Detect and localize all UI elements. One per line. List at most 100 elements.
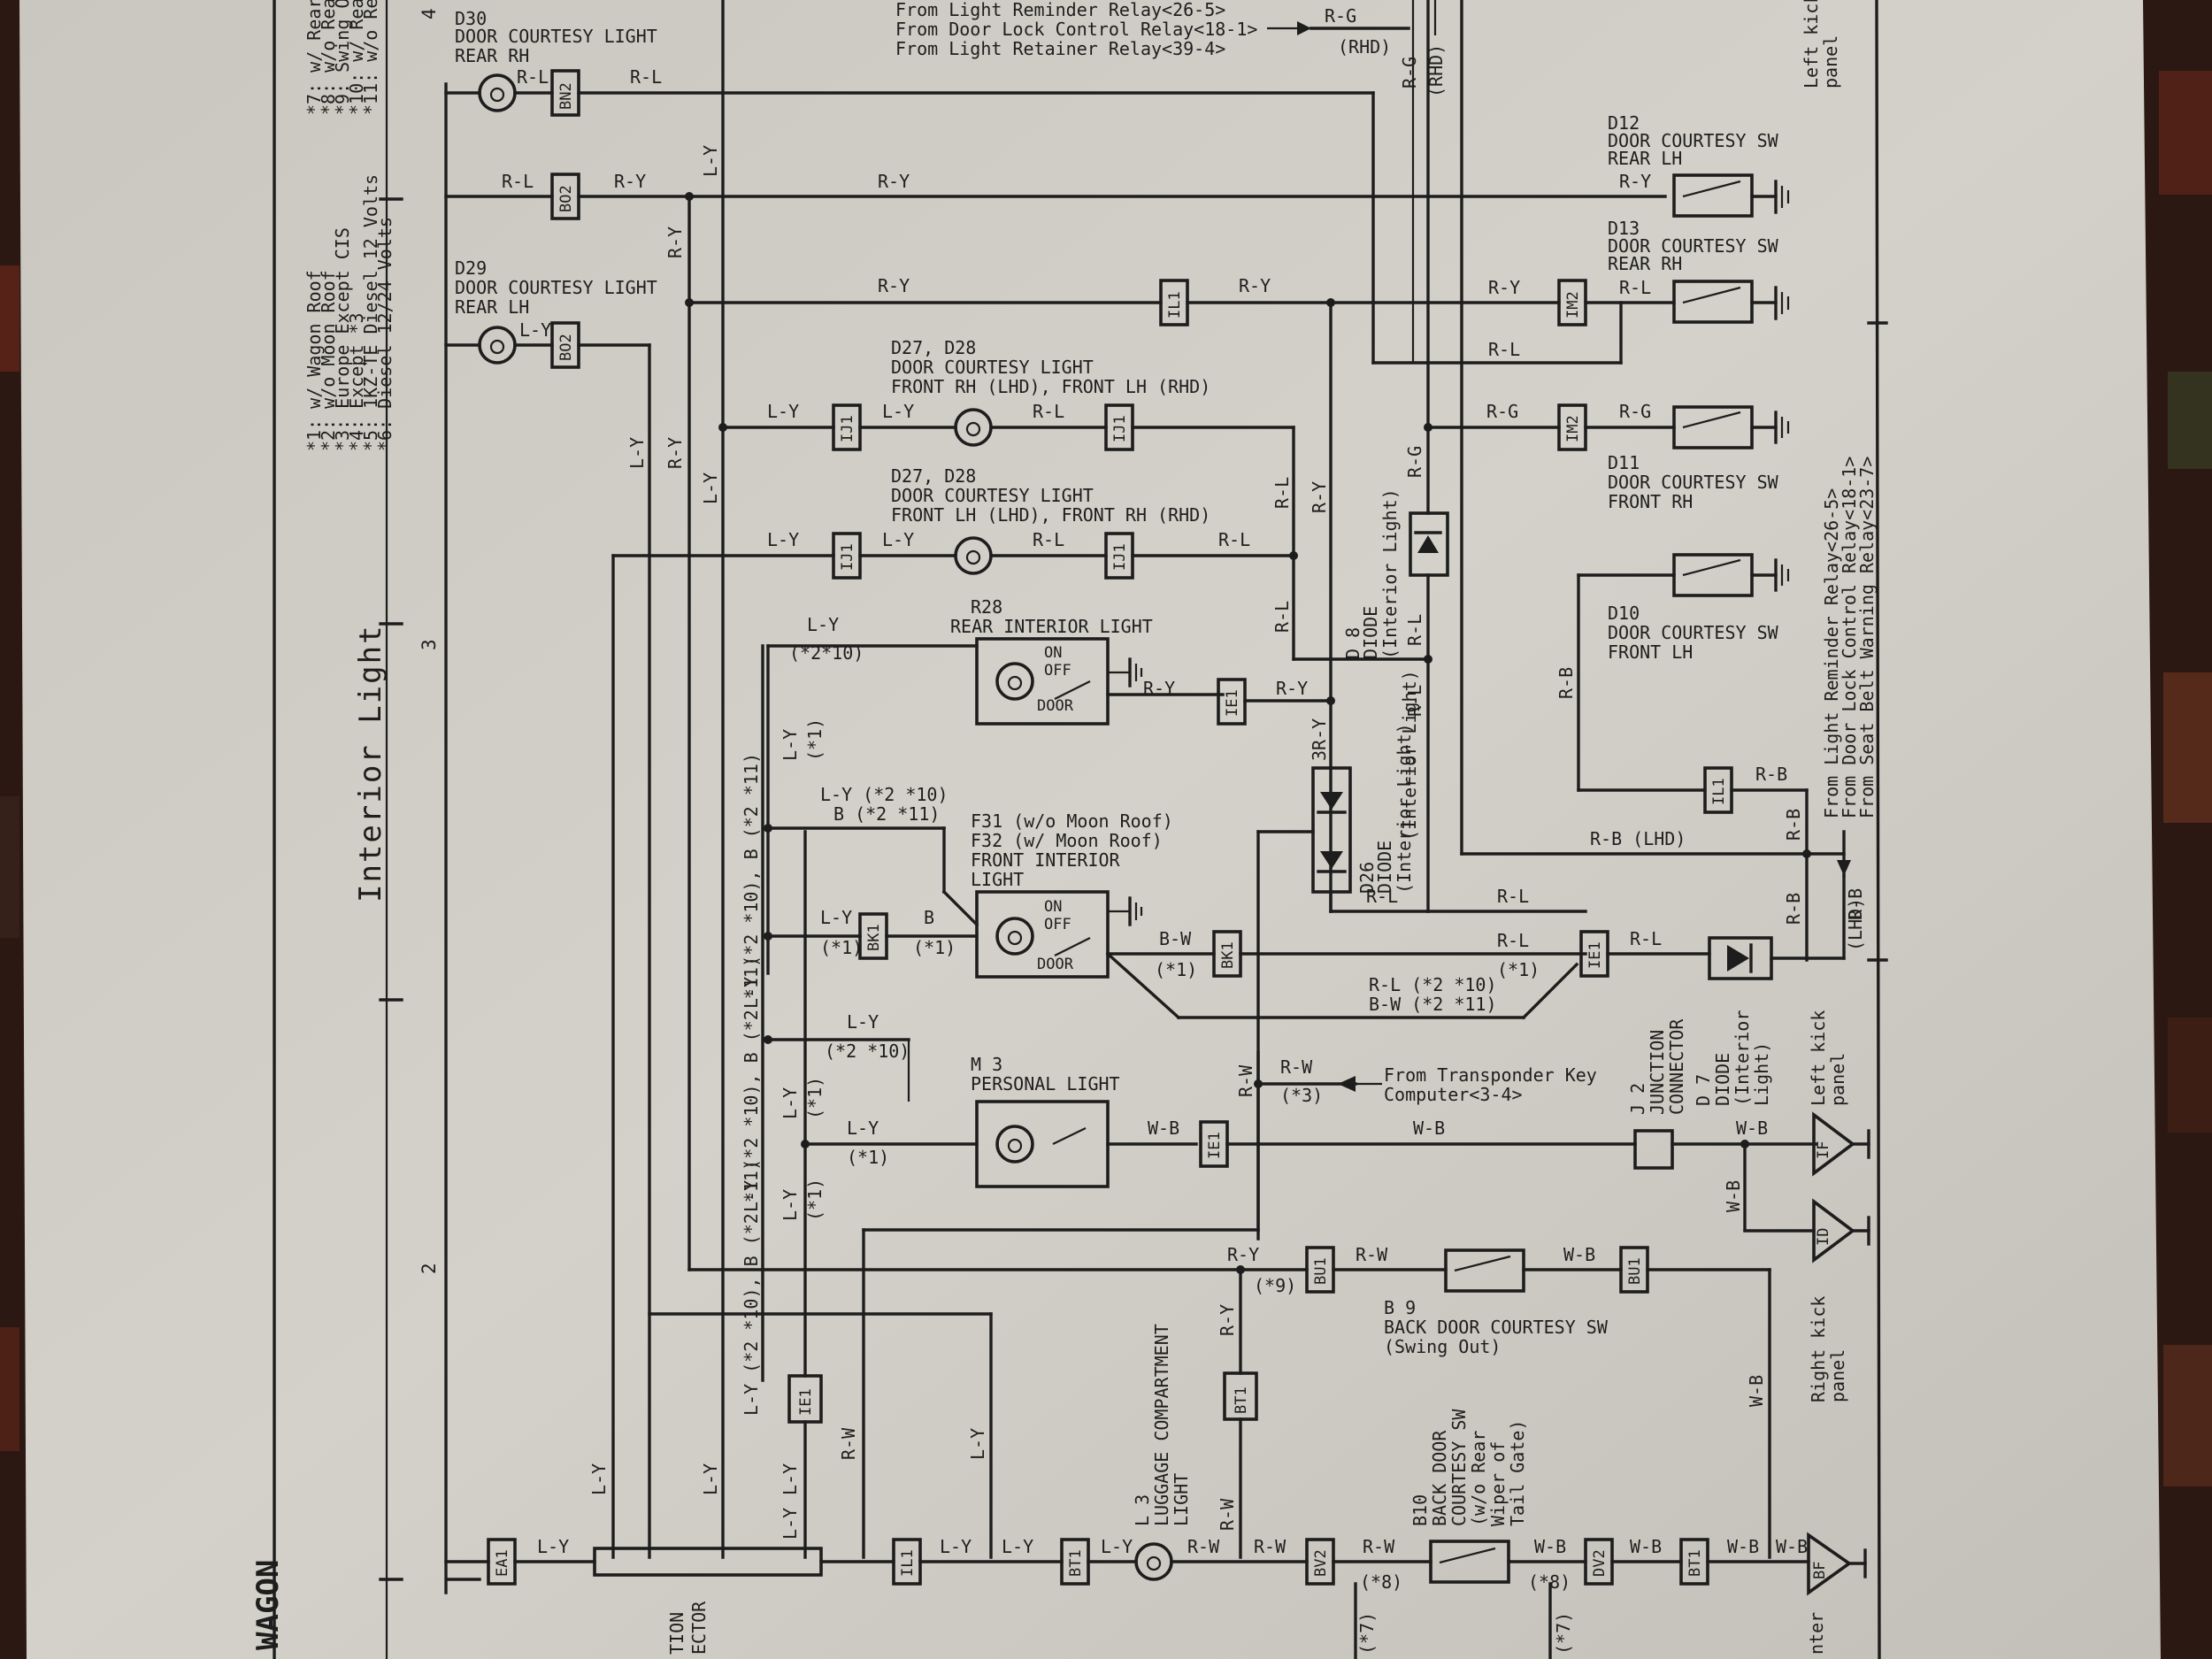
b9-label: BACK DOOR COURTESY SW (1384, 1317, 1609, 1338)
d12-sub: REAR LH (1608, 148, 1682, 169)
wire-wb-label: W-B (1723, 1180, 1744, 1212)
wire-rhd-label: (RHD) (1338, 36, 1391, 58)
b9-name: B 9 (1384, 1297, 1416, 1318)
wire-x1: (*1) (847, 1147, 889, 1168)
wire-x1: (*1) (913, 937, 956, 958)
wire-ly-label: L-Y (626, 437, 648, 469)
wire-ry-label: R-Y (664, 227, 686, 258)
b10-sub2: (w/o Rear (1468, 1431, 1489, 1526)
f31-line3: FRONT INTERIOR (971, 849, 1121, 871)
wire-rl-label: R-L (1271, 601, 1293, 633)
d27a-name: D27, D28 (891, 337, 976, 358)
wire-rl-label: R-L (1497, 930, 1529, 951)
d30-label: DOOR COURTESY LIGHT (455, 26, 657, 47)
wire-long2: L-Y (*2 *10), B (*2 *11) (741, 956, 762, 1212)
wire-ly-label: L-Y (780, 729, 801, 761)
wire-wb-label: W-B (1413, 1118, 1445, 1139)
d10-name: D10 (1608, 603, 1640, 624)
wire-x7: (*7) (1356, 1612, 1378, 1655)
d27a-label: DOOR COURTESY LIGHT (891, 357, 1094, 378)
f31-line4: LIGHT (971, 869, 1024, 890)
wire-ly-label: L-Y (847, 1118, 879, 1139)
wire-rl-label: R-L (630, 66, 662, 88)
wire-ly-label: L-Y (780, 1508, 801, 1540)
wire-rb-label: R-B (1783, 893, 1804, 925)
wire-rw-label: R-W (838, 1427, 859, 1460)
wire-x210: (*2*10) (789, 642, 864, 664)
wire-ly-label: L-Y (780, 1463, 801, 1495)
section-mark-4: 4 (419, 8, 440, 19)
r28-label: REAR INTERIOR LIGHT (950, 616, 1153, 637)
wagon-label: WAGON (250, 1560, 286, 1650)
d7-sub2: Light) (1751, 1042, 1772, 1106)
connector-il1-c: IL1 (899, 1549, 917, 1577)
wire-ry-label: R-Y (1227, 1244, 1259, 1265)
b9-sub: (Swing Out) (1384, 1336, 1501, 1357)
wire-rb-lhd: R-B (LHD) (1590, 828, 1686, 849)
wire-x1: (*1) (804, 718, 826, 761)
connector-bn2: BN2 (557, 82, 575, 110)
paper-sheet: Interior Light 4 3 2 WAGON *1: w/ Wagon … (19, 0, 2178, 1659)
wire-rl-label: R-L (517, 66, 549, 88)
connector-bv2: BV2 (1312, 1549, 1330, 1577)
wire-bw-label: B-W (1159, 928, 1192, 949)
wire-rl-label: R-L (1619, 277, 1651, 298)
d8-name: D 8 (1342, 627, 1363, 659)
connector-bk1-b: BK1 (1219, 941, 1237, 969)
d26-sub-b: (Interior Light) (1399, 670, 1420, 841)
d11-label: DOOR COURTESY SW (1608, 472, 1779, 493)
connector-dv2: DV2 (1591, 1549, 1609, 1577)
j2-name: J 2 (1627, 1083, 1648, 1115)
wire-ry3: 3R-Y (1309, 718, 1330, 761)
wire-rl-label: R-L (1404, 685, 1425, 717)
d27a-sub: FRONT RH (LHD), FRONT LH (RHD) (891, 376, 1210, 397)
wire-ly-label: L-Y (882, 529, 914, 550)
jc-line2: ECTOR (688, 1601, 710, 1655)
wire-ly-label: L-Y (519, 319, 551, 341)
b10-sub4: Tail Gate) (1507, 1420, 1528, 1526)
wire-ry-label: R-Y (1488, 277, 1520, 298)
wire-rb-label: R-B (1555, 667, 1577, 699)
wire-ry-label: R-Y (1239, 275, 1271, 296)
d27b-label: DOOR COURTESY LIGHT (891, 485, 1094, 506)
m3-label: PERSONAL LIGHT (971, 1073, 1120, 1094)
f31-off: OFF (1044, 916, 1071, 933)
note-line: *11: w/o Rear (360, 0, 381, 115)
d10-label: DOOR COURTESY SW (1608, 622, 1779, 643)
wire-lyx210: L-Y (*2 *10) (820, 784, 949, 805)
wire-rw-label: R-W (1356, 1244, 1388, 1265)
wire-rl-label: R-L (1218, 529, 1250, 550)
note-line: *7: w/ Rear (303, 0, 325, 115)
wire-ly-label: L-Y (700, 472, 721, 504)
d11-sub: FRONT RH (1608, 491, 1693, 512)
d7-name: D 7 (1693, 1074, 1714, 1106)
wire-wb-label: W-B (1148, 1118, 1179, 1139)
wire-ly-label: L-Y (967, 1428, 988, 1460)
wire-long3: L-Y (*2 *10), B (*2 *11) (741, 1160, 762, 1416)
connector-ie1: IE1 (1224, 689, 1241, 717)
r28-off: OFF (1044, 662, 1071, 680)
wire-rl-label: R-L (1033, 401, 1064, 422)
right-kick-label: panel (1827, 1349, 1848, 1402)
connector-bk1: BK1 (865, 924, 883, 951)
wire-ly-label: L-Y (537, 1536, 569, 1557)
wire-rg-label: R-G (1404, 446, 1425, 478)
wire-bx211: B (*2 *11) (833, 803, 940, 825)
connector-bo2-b: BO2 (557, 334, 575, 361)
note-line: *8: w/o Rear (318, 0, 339, 115)
wire-ly-label: L-Y (820, 907, 852, 928)
m3-name: M 3 (971, 1054, 1002, 1075)
note-line: *6: Diesel 12/24 Volts (374, 217, 396, 451)
l3-sub: LIGHT (1171, 1473, 1192, 1526)
f31-line2: F32 (w/ Moon Roof) (971, 830, 1163, 851)
d11-name: D11 (1608, 452, 1640, 473)
wire-ry-label: R-Y (1217, 1304, 1238, 1336)
wire-rw-label: R-W (1254, 1536, 1286, 1557)
f31-door: DOOR (1037, 956, 1074, 973)
left-kick-top-label: Left kick (1801, 0, 1822, 88)
d26-name: D26 (1356, 862, 1378, 894)
note-line: *5: 1KZ-TE Diesel 12 Volts (360, 174, 381, 451)
d8-label: DIODE (1360, 606, 1381, 659)
ground-id: ID (1815, 1228, 1832, 1246)
r28-on: ON (1044, 644, 1062, 662)
